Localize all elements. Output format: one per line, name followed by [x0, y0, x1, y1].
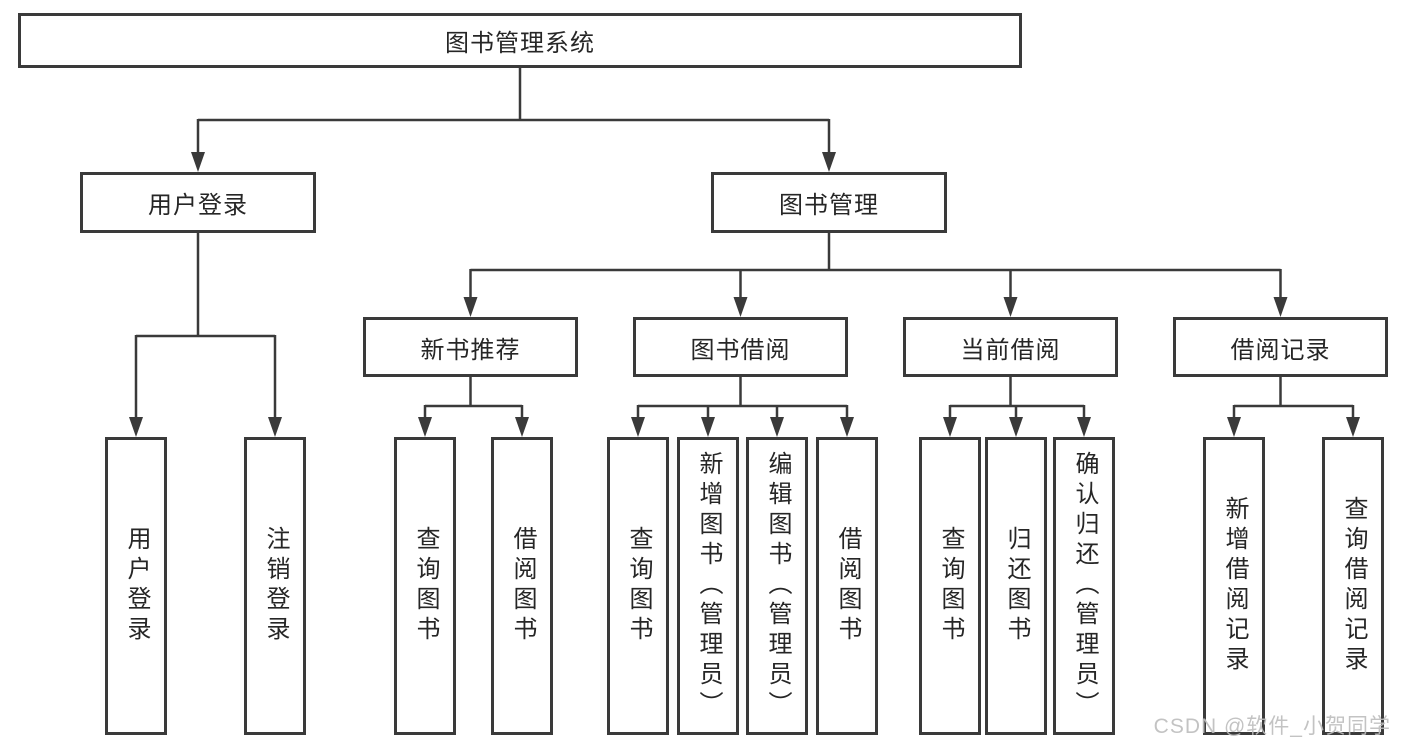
leaf-confirm-return-admin-label: 确认归还（管理员） — [1071, 451, 1098, 721]
node-borrowing-records: 借阅记录 — [1173, 317, 1388, 377]
node-user-login-label: 用户登录 — [148, 192, 248, 219]
node-book-borrowing: 图书借阅 — [633, 317, 848, 377]
leaf-query-books-recommend-label: 查询图书 — [412, 526, 439, 646]
leaf-query-borrow-record-label: 查询借阅记录 — [1340, 496, 1367, 676]
csdn-watermark: CSDN @软件_小贺同学 — [1153, 715, 1391, 738]
root-node-label: 图书管理系统 — [445, 30, 595, 57]
leaf-user-login: 用户登录 — [105, 437, 167, 735]
leaf-borrow-books-label: 借阅图书 — [834, 526, 861, 646]
leaf-logout: 注销登录 — [244, 437, 306, 735]
node-book-management-label: 图书管理 — [779, 192, 879, 219]
root-node-library-system: 图书管理系统 — [18, 13, 1022, 68]
leaf-query-books-current: 查询图书 — [919, 437, 981, 735]
node-current-borrowing: 当前借阅 — [903, 317, 1118, 377]
leaf-query-borrow-record: 查询借阅记录 — [1322, 437, 1384, 735]
leaf-add-books-admin: 新增图书（管理员） — [677, 437, 739, 735]
node-book-borrowing-label: 图书借阅 — [690, 336, 791, 364]
leaf-query-books-current-label: 查询图书 — [937, 526, 964, 646]
leaf-return-books-label: 归还图书 — [1003, 526, 1030, 646]
leaf-add-borrow-record: 新增借阅记录 — [1203, 437, 1265, 735]
leaf-borrow-books-recommend-label: 借阅图书 — [509, 526, 536, 646]
leaf-user-login-label: 用户登录 — [123, 526, 150, 646]
node-book-management: 图书管理 — [711, 172, 947, 233]
leaf-add-books-admin-label: 新增图书（管理员） — [695, 451, 722, 721]
leaf-edit-books-admin: 编辑图书（管理员） — [746, 437, 808, 735]
leaf-borrow-books: 借阅图书 — [816, 437, 878, 735]
leaf-borrow-books-recommend: 借阅图书 — [491, 437, 553, 735]
node-new-book-recommendation-label: 新书推荐 — [420, 336, 521, 364]
node-new-book-recommendation: 新书推荐 — [363, 317, 578, 377]
leaf-query-books-recommend: 查询图书 — [394, 437, 456, 735]
node-user-login: 用户登录 — [80, 172, 316, 233]
node-borrowing-records-label: 借阅记录 — [1230, 336, 1331, 364]
leaf-query-books-borrowing-label: 查询图书 — [625, 526, 652, 646]
leaf-confirm-return-admin: 确认归还（管理员） — [1053, 437, 1115, 735]
leaf-edit-books-admin-label: 编辑图书（管理员） — [764, 451, 791, 721]
leaf-query-books-borrowing: 查询图书 — [607, 437, 669, 735]
leaf-logout-label: 注销登录 — [262, 526, 289, 646]
node-current-borrowing-label: 当前借阅 — [960, 336, 1061, 364]
leaf-add-borrow-record-label: 新增借阅记录 — [1221, 496, 1248, 676]
leaf-return-books: 归还图书 — [985, 437, 1047, 735]
arrowheads — [129, 152, 1360, 437]
